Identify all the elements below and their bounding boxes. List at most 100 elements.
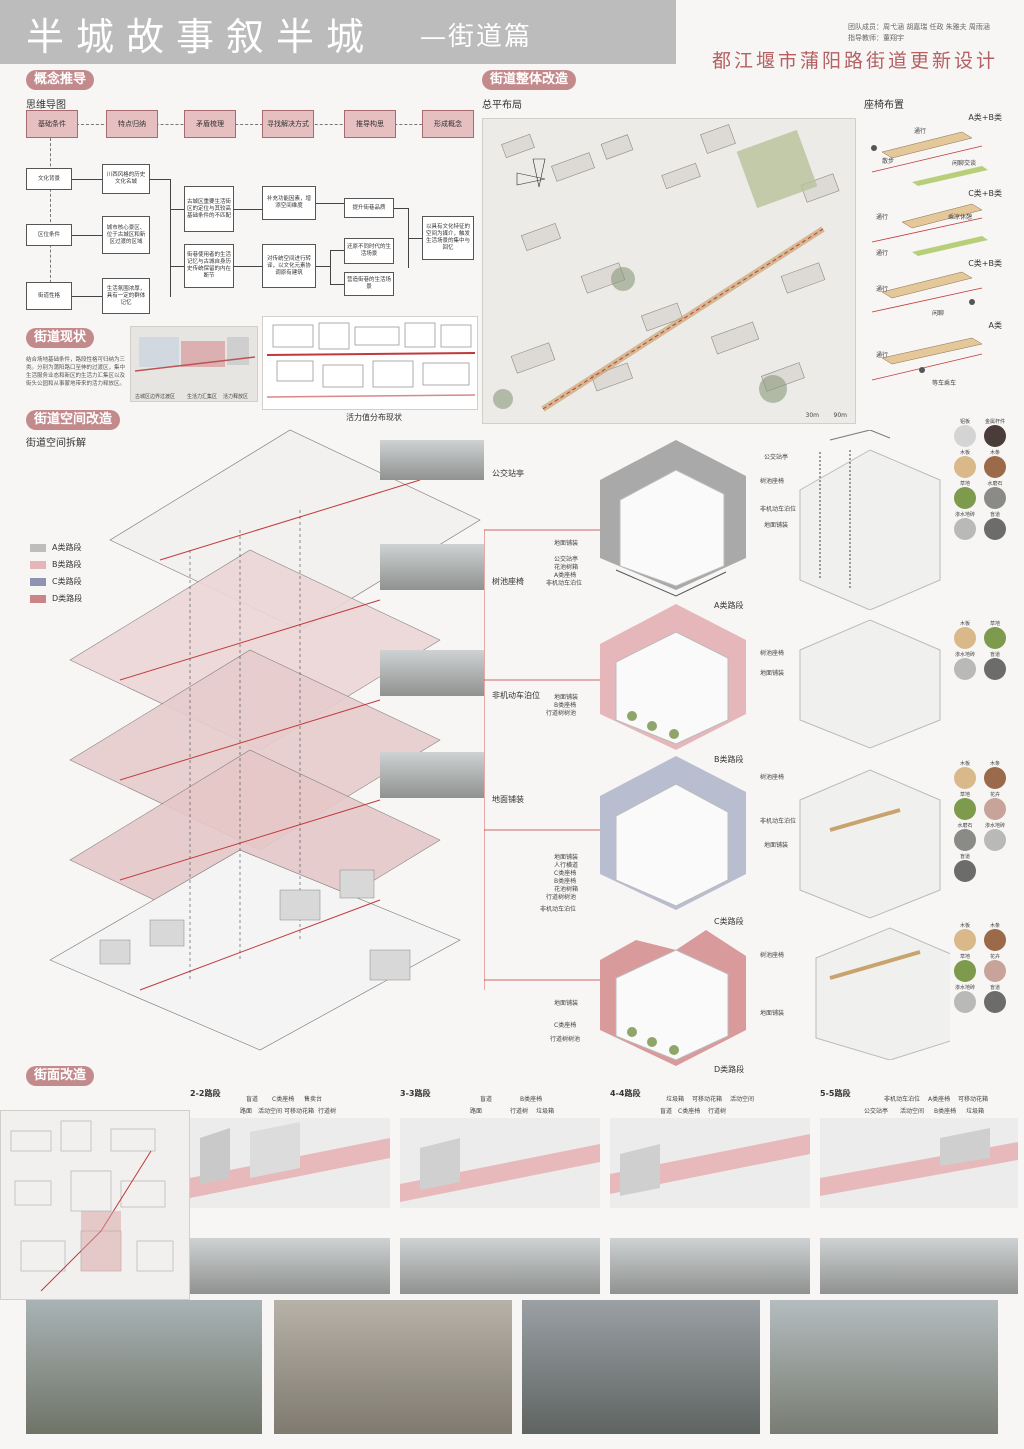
material-swatch-circle (954, 456, 976, 478)
scale-90m: 90m (833, 412, 847, 419)
vitality-caption: 活力值分布现状 (346, 413, 402, 422)
material-swatch: 水磨石 (980, 480, 1010, 509)
sec2-label-5: 活动空间 (258, 1108, 283, 1115)
legend-label: C类路段 (52, 577, 82, 586)
material-swatch-circle (984, 798, 1006, 820)
material-label: 花卉 (989, 792, 1000, 798)
seg-a-label-3: 花池树箱 (554, 564, 579, 571)
seg-a-label-4: A类座椅 (554, 572, 577, 579)
detail-d-label-1: 树池座椅 (760, 952, 785, 959)
legend-item: B类路段 (30, 559, 82, 570)
material-swatch-circle (954, 518, 976, 540)
material-label: 木板 (959, 450, 970, 456)
detail-b-label-2: 地面铺装 (760, 670, 785, 677)
section-5-5-title: 5-5路段 (820, 1089, 851, 1098)
seg-d-label-3: 行道树树池 (550, 1036, 581, 1043)
sec3-label-2: B类座椅 (520, 1096, 543, 1103)
mm-connector (72, 179, 102, 180)
seat-note-8: 闲聊 (932, 310, 945, 317)
material-swatch-circle (984, 425, 1006, 447)
sec4-label-5: C类座椅 (678, 1108, 701, 1115)
mm-head-4: 寻找解决方式 (262, 110, 314, 138)
material-swatch: 渗水地砖 (950, 651, 980, 680)
material-label: 草地 (989, 621, 1000, 627)
material-label: 木条 (989, 923, 1000, 929)
material-swatch: 木板 (950, 760, 980, 789)
material-label: 盲道 (959, 854, 970, 860)
mm-connector (234, 266, 262, 267)
section-4-4: 4-4路段 垃圾箱 可移动花箱 活动空间 盲道 C类座椅 行道树 (610, 1088, 810, 1298)
seg-d-label-1: 地面铺装 (554, 1000, 579, 1007)
seat-note-6: 通行 (876, 250, 889, 257)
material-swatch: 金属杆件 (980, 418, 1010, 447)
mm-connector (170, 179, 171, 297)
segment-d-graphic (600, 930, 746, 1066)
material-swatch-circle (984, 767, 1006, 789)
legend-item: C类路段 (30, 576, 82, 587)
mm-c1-2: 区位条件 (26, 224, 72, 246)
rendering-1 (26, 1300, 262, 1434)
legend-swatch-d (30, 594, 46, 603)
seat-note-3: 闲聊交谈 (952, 160, 977, 167)
material-swatch: 渗水地砖 (980, 822, 1010, 851)
advisor-label: 指导教师： (848, 34, 883, 42)
section-4-4-title: 4-4路段 (610, 1089, 641, 1098)
material-swatch: 木条 (980, 922, 1010, 951)
sec5-label-4: 公交站亭 (864, 1108, 889, 1115)
detail-a: 公交站亭 树池座椅 非机动车泊位 地面铺装 (760, 429, 950, 611)
material-label: 草地 (959, 792, 970, 798)
materials-c: 木板木条草地花卉水磨石渗水地砖盲道 (950, 760, 1010, 882)
callout-tree-bench: 树池座椅 (492, 577, 524, 586)
material-swatch-circle (954, 425, 976, 447)
materials-b: 木板草地渗水地砖盲道 (950, 620, 1010, 680)
bike-parking-photo (380, 650, 484, 696)
mm-connector (72, 235, 102, 236)
sec5-label-3: 可移动花箱 (958, 1096, 989, 1103)
facade-sections: 2-2路段 盲道 C类座椅 售卖台 路面 活动空间 可移动花箱 行道树 3-3路… (190, 1088, 1018, 1298)
mm-c2-1: 川西风格的历史文化名城 (102, 164, 150, 194)
section-3-3-title: 3-3路段 (400, 1089, 431, 1098)
seg-c-label-7: 非机动车泊位 (540, 906, 577, 913)
section-5-5-graphic (820, 1118, 1018, 1208)
material-swatch: 花卉 (980, 791, 1010, 820)
material-label: 水磨石 (987, 481, 1003, 487)
detail-a-label-3: 非机动车泊位 (760, 506, 797, 513)
seat-note-4: 通行 (876, 214, 889, 221)
plan-title: 总平布局 (482, 100, 522, 111)
mindmap: 基础条件 特点归纳 矛盾梳理 寻找解决方式 推导构思 形成概念 文化背景 区位条… (26, 110, 474, 320)
seg-b-label-2: B类座椅 (554, 702, 577, 709)
seg-a-label-5: 非机动车泊位 (546, 580, 583, 587)
material-label: 盲道 (989, 985, 1000, 991)
material-swatch-circle (984, 487, 1006, 509)
material-swatch-circle (984, 658, 1006, 680)
legend-swatch-a (30, 543, 46, 552)
mm-c1-1: 文化背景 (26, 168, 72, 190)
segment-a-graphic (600, 440, 746, 597)
detail-b-label-1: 树池座椅 (760, 650, 785, 657)
seat-note-5: 乘凉休憩 (948, 214, 973, 221)
section-facade: 街面改造 (26, 1066, 95, 1086)
material-swatch-circle (984, 960, 1006, 982)
mm-c6-1: 以具有文化特征的空间为媒介，触发生活场景的集中与回忆 (422, 216, 474, 260)
seat-note-2: 散步 (882, 158, 895, 165)
material-label: 草地 (959, 954, 970, 960)
mm-c5-3: 营造街巷的生活场景 (344, 272, 394, 296)
material-swatch: 草地 (950, 480, 980, 509)
status-label-1: 古城区边界过渡区 (135, 394, 176, 400)
material-swatch: 木条 (980, 449, 1010, 478)
section-4-4-graphic (610, 1118, 810, 1208)
section-space: 街道空间改造 (26, 410, 121, 430)
status-map: 古城区边界过渡区 生活力汇集区 活力释放区 (130, 326, 258, 402)
master-plan: 30m 90m (482, 118, 856, 424)
mm-connector (72, 296, 102, 297)
material-swatch: 渗水地砖 (950, 984, 980, 1013)
sec2-label-2: C类座椅 (272, 1096, 295, 1103)
mm-connector (316, 266, 330, 267)
mm-head-3: 矛盾梳理 (184, 110, 236, 138)
advisor-name: 董翔宇 (883, 34, 904, 42)
material-swatch: 盲道 (980, 651, 1010, 680)
material-swatch-circle (954, 658, 976, 680)
material-swatch: 木板 (950, 449, 980, 478)
title-banner (0, 0, 676, 64)
seg-b-name: B类路段 (714, 755, 744, 764)
